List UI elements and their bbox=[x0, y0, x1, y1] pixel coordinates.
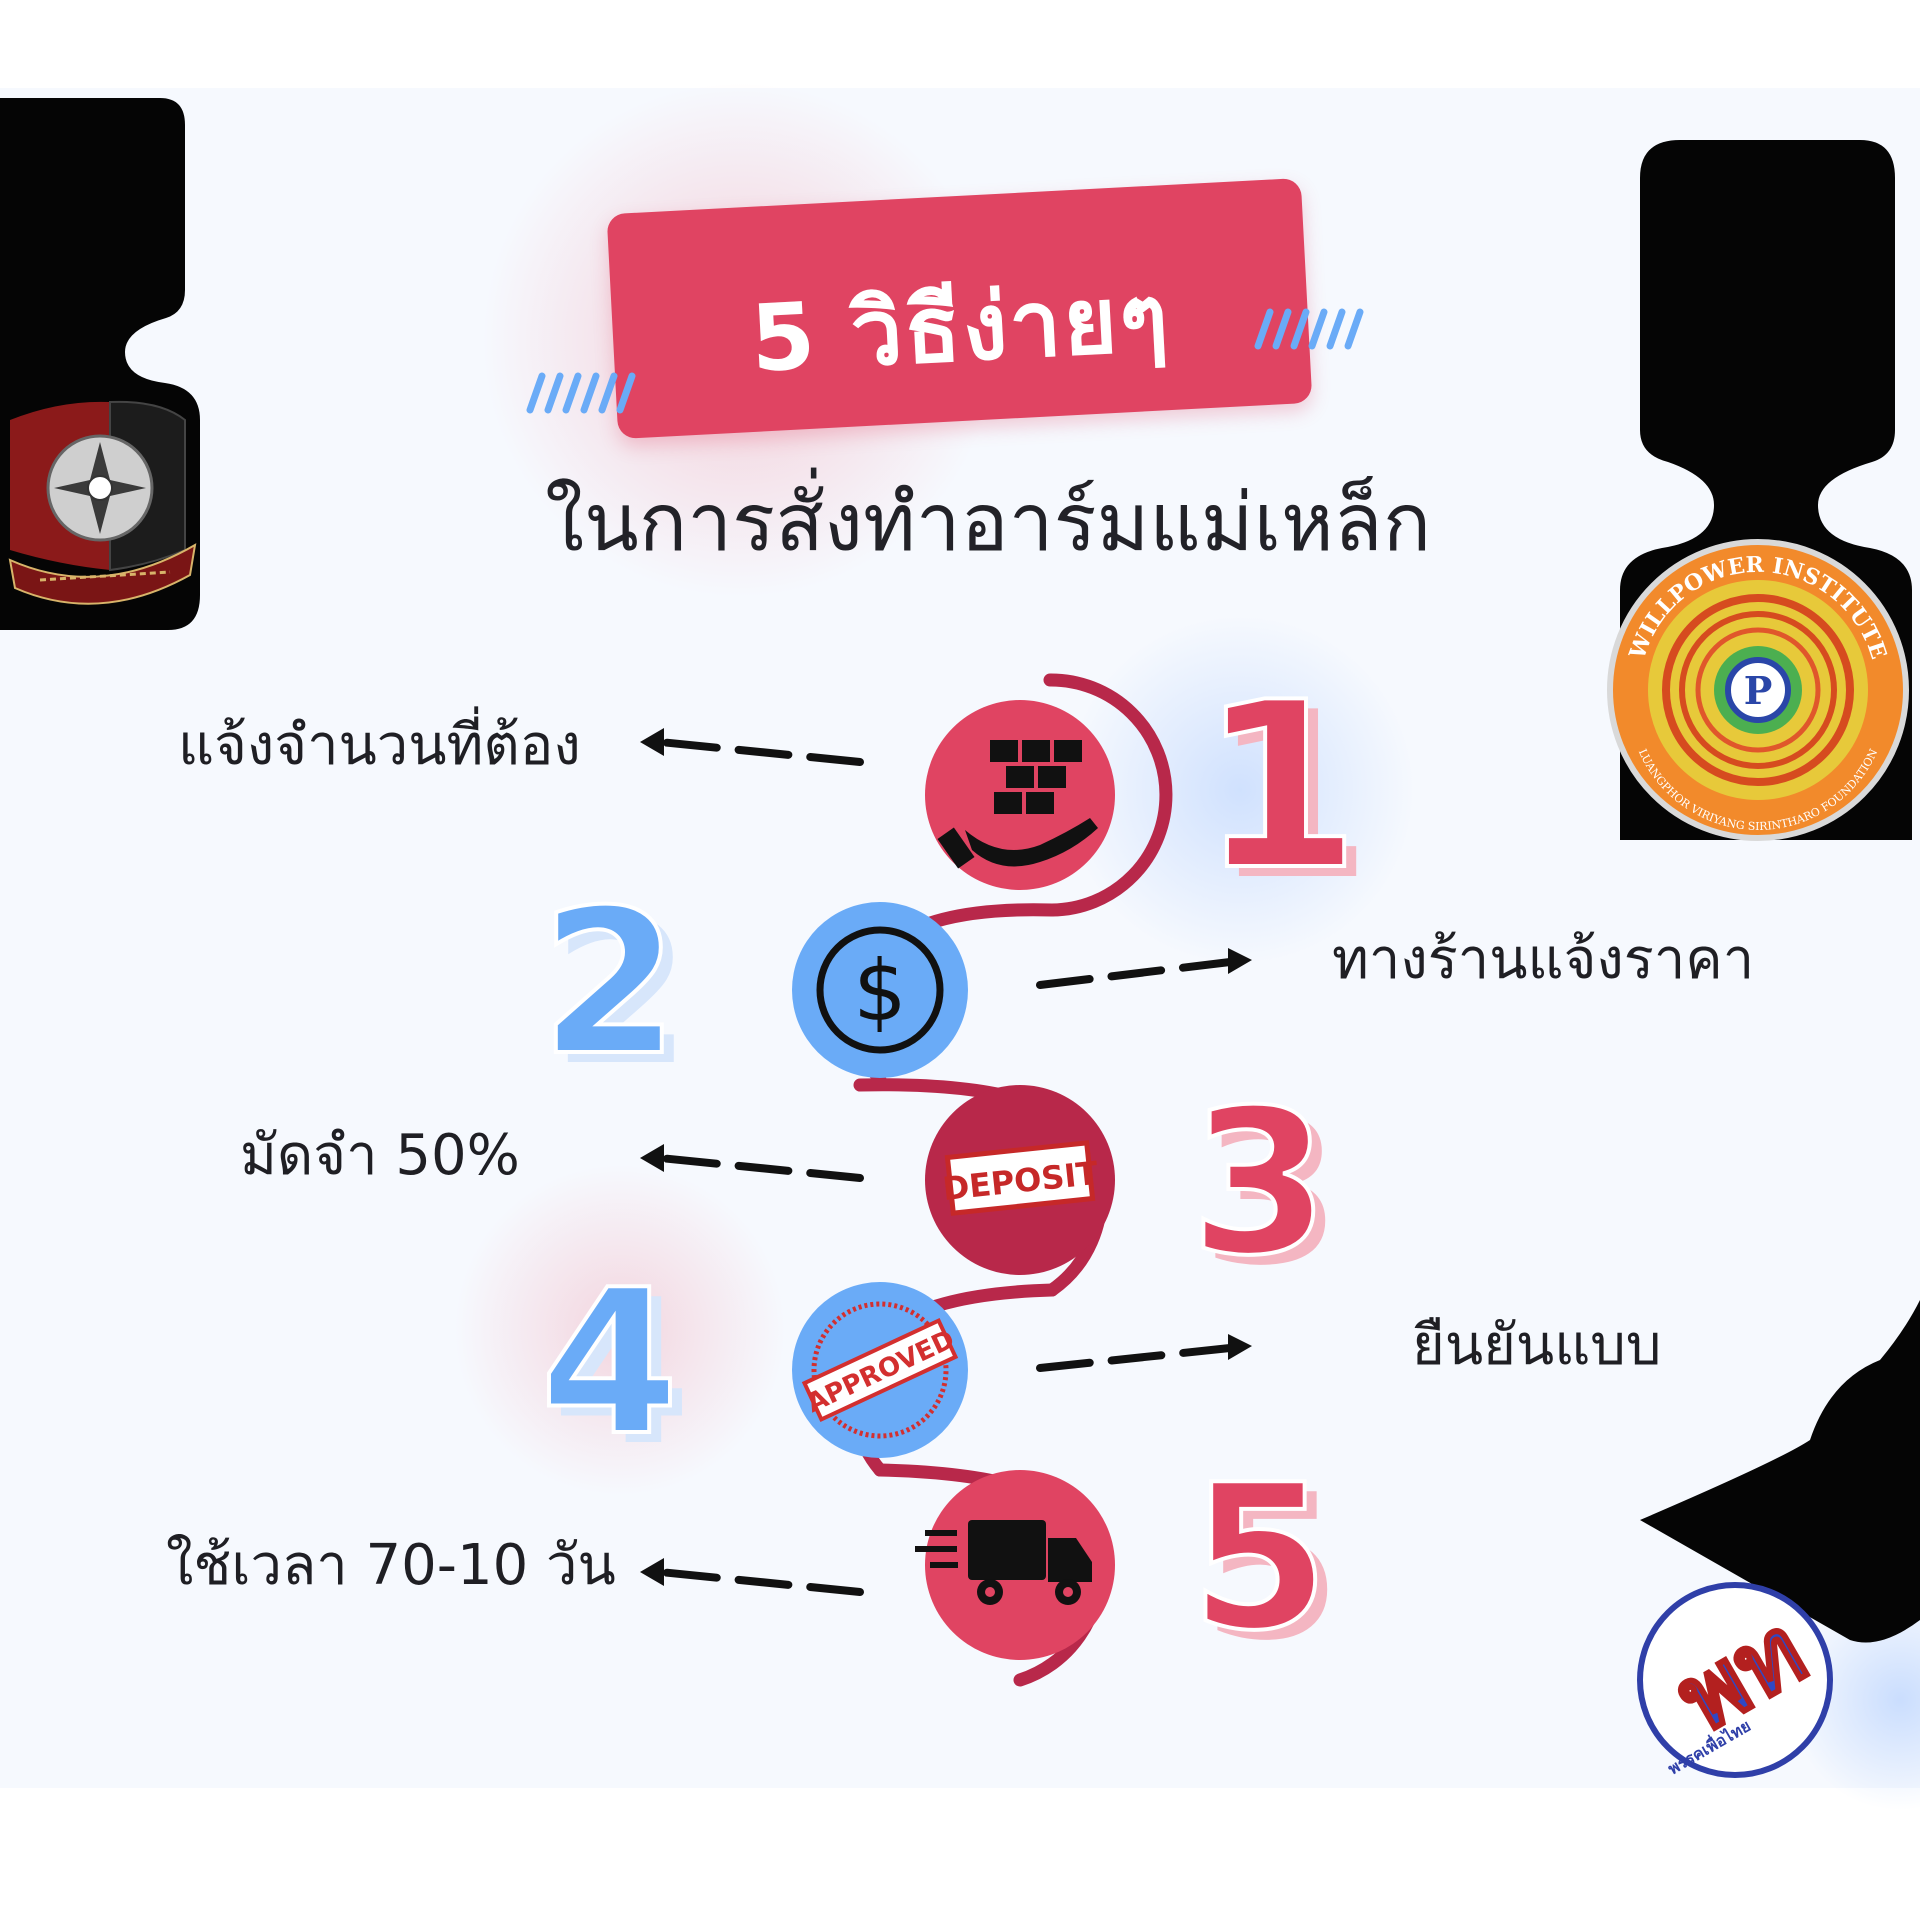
arrow-step-1 bbox=[640, 728, 864, 766]
step-2-number-shadow: 2 bbox=[552, 877, 691, 1110]
step-2-text: ทางร้านแจ้งราคา bbox=[1332, 927, 1755, 992]
background-glow bbox=[440, 1150, 800, 1510]
step-5-number: 5 bbox=[1190, 1442, 1329, 1675]
step-3-text: มัดจำ 50% bbox=[240, 1123, 520, 1188]
right-patch: P WILLPOWER INSTITUTE LUANGPHOR VIRIYANG… bbox=[1607, 140, 1912, 841]
left-patch bbox=[0, 98, 200, 630]
dollar-coin-icon: $ bbox=[816, 926, 944, 1054]
step-1-text: แจ้งจำนวนที่ต้อง bbox=[178, 713, 581, 778]
svg-text:$: $ bbox=[853, 942, 906, 1040]
step-4: APPROVED bbox=[792, 1282, 968, 1458]
step-3: DEPOSIT bbox=[925, 1085, 1115, 1275]
arrow-step-2 bbox=[1036, 948, 1252, 989]
step-4-number: 4 bbox=[540, 1247, 679, 1480]
step-4-text: ยืนยันแบบ bbox=[1412, 1313, 1662, 1378]
banner-slashes-right bbox=[1254, 308, 1364, 350]
step-3-number: 3 bbox=[1190, 1067, 1329, 1300]
boxes-on-hand-icon bbox=[937, 740, 1098, 869]
shield-compass-emblem-icon bbox=[8, 400, 197, 605]
delivery-truck-icon bbox=[915, 1520, 1092, 1605]
arrow-step-3 bbox=[640, 1144, 864, 1182]
deposit-stamp-icon: DEPOSIT bbox=[941, 1140, 1100, 1216]
party-logo-icon: พท พรรคเพื่อไทย bbox=[1637, 1582, 1833, 1778]
arrow-step-5 bbox=[640, 1558, 864, 1596]
step-4-number-shadow: 4 bbox=[552, 1257, 691, 1490]
step-5-text: ใช้เวลา 70-10 วัน bbox=[166, 1533, 616, 1598]
arrow-step-4 bbox=[1036, 1334, 1252, 1372]
step-2: $ bbox=[792, 902, 968, 1078]
bottom-right-patch: พท พรรคเพื่อไทย bbox=[1637, 1300, 1920, 1778]
step-1-number-shadow: 1 bbox=[1212, 664, 1372, 931]
step-5 bbox=[915, 1470, 1115, 1660]
svg-text:P: P bbox=[1744, 668, 1773, 713]
willpower-institute-logo-icon: P bbox=[1607, 539, 1909, 841]
step-2-number: 2 bbox=[540, 867, 679, 1100]
subtitle: ในการสั่งทำอาร์มแม่เหล็ก bbox=[545, 476, 1432, 569]
banner-slashes-left bbox=[526, 372, 636, 414]
step-3-number-shadow: 3 bbox=[1202, 1077, 1341, 1310]
step-1-number: 1 bbox=[1200, 654, 1360, 921]
step-1 bbox=[925, 700, 1115, 890]
step-5-number-shadow: 5 bbox=[1202, 1452, 1341, 1685]
